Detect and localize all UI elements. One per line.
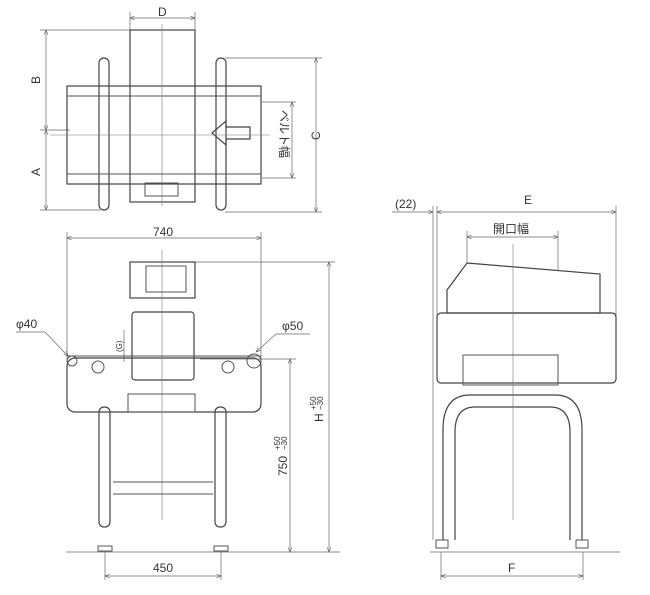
label-450: 450 xyxy=(153,561,173,575)
tol-h-plus: +50 xyxy=(309,396,318,410)
label-h: H xyxy=(312,413,326,422)
label-e: E xyxy=(524,193,532,207)
tol-750-minus: −30 xyxy=(280,436,289,450)
label-b: B xyxy=(29,76,43,84)
label-aperture-width: 開口幅 xyxy=(493,221,529,236)
label-belt-width: ベルト幅 xyxy=(277,110,292,158)
label-phi40: φ40 xyxy=(16,317,37,331)
belt-direction-arrow-icon xyxy=(211,119,251,147)
label-gap-g: (G) xyxy=(115,340,124,352)
label-phi50: φ50 xyxy=(282,319,303,333)
label-22: (22) xyxy=(395,197,416,211)
label-a: A xyxy=(29,168,43,176)
top-view: D B A C ベルト幅 xyxy=(29,5,323,212)
label-c: C xyxy=(309,131,323,140)
tol-h-minus: −30 xyxy=(316,396,325,410)
label-d: D xyxy=(158,5,167,19)
label-740: 740 xyxy=(153,225,173,239)
label-750: 750 xyxy=(276,456,290,476)
label-f: F xyxy=(508,561,515,575)
tol-750-plus: +50 xyxy=(273,436,282,450)
side-view: (22) E 開口幅 F xyxy=(392,193,620,580)
front-view: 740 750 +50 −30 H +50 −30 450 φ40 φ50 (G… xyxy=(16,225,340,580)
